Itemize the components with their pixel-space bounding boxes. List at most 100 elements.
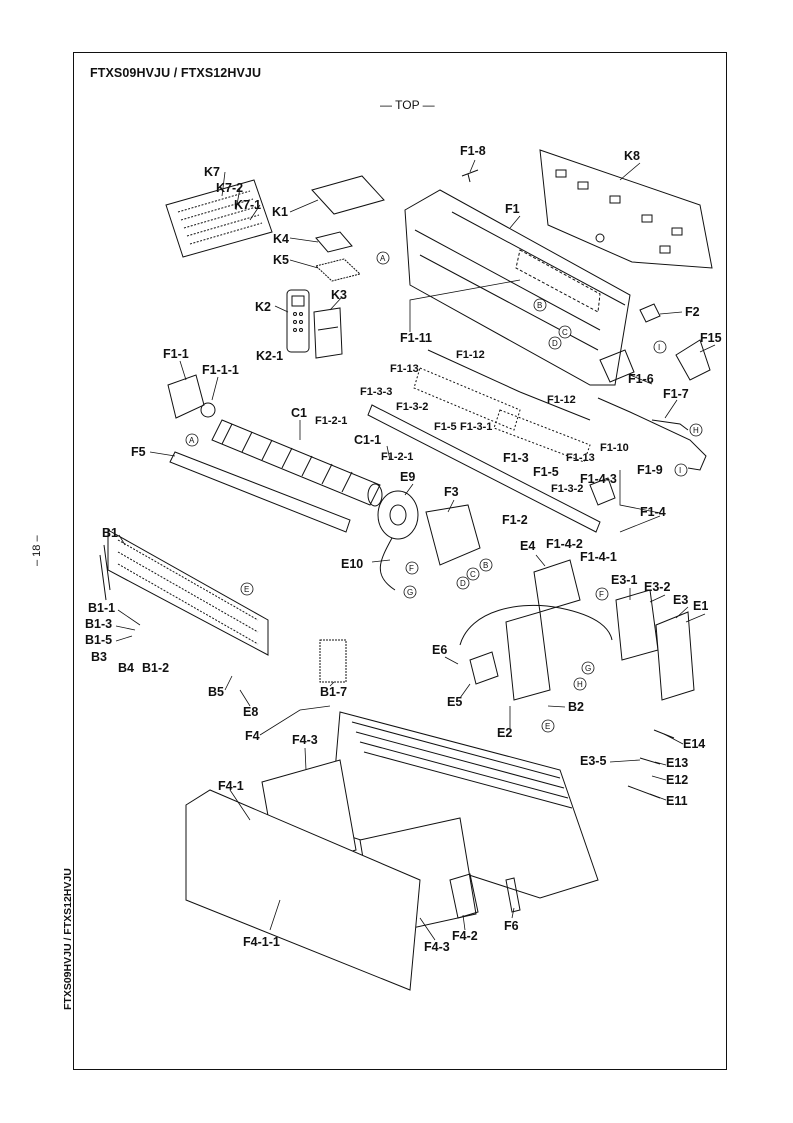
f6-part — [505, 877, 521, 913]
label-f4: F4 — [245, 729, 260, 743]
f1-7-part — [651, 419, 689, 431]
f1-4-swing-motor-part — [589, 477, 616, 506]
ref-e-1: E — [240, 582, 254, 596]
label-f1-4-2: F1-4-2 — [546, 537, 583, 551]
label-k3: K3 — [331, 288, 347, 302]
f1-2-bottom-frame-part — [367, 404, 601, 533]
view-label: — TOP — — [380, 98, 435, 112]
label-e10: E10 — [341, 557, 363, 571]
f3-motor-cover-part — [425, 504, 481, 566]
svg-text:A: A — [380, 254, 386, 263]
f1-12-vane-link-part — [519, 391, 591, 421]
label-f1-4: F1-4 — [640, 505, 666, 519]
e9-fan-motor-part — [377, 490, 419, 540]
ref-f-2: F — [595, 587, 609, 601]
svg-text:H: H — [693, 426, 699, 435]
label-b2: B2 — [568, 700, 584, 714]
f1-13-vane-link-part — [427, 349, 521, 393]
ref-i-1: I — [653, 340, 667, 354]
label-e3: E3 — [673, 593, 688, 607]
k8-mounting-plate-part — [539, 149, 713, 269]
svg-text:A: A — [189, 436, 195, 445]
label-f1-3-1: F1-3-1 — [460, 421, 492, 433]
label-f1-13a: F1-13 — [390, 363, 419, 375]
ref-d-2: D — [456, 576, 470, 590]
svg-text:G: G — [585, 664, 591, 673]
e13-part — [639, 757, 661, 765]
label-f6: F6 — [504, 919, 519, 933]
label-e13: E13 — [666, 756, 688, 770]
e3-pcb-part — [615, 589, 659, 661]
label-f1-8: F1-8 — [460, 144, 486, 158]
label-f1-9: F1-9 — [637, 463, 663, 477]
svg-text:G: G — [407, 588, 413, 597]
label-b1-3: B1-3 — [85, 617, 112, 631]
label-k7-1: K7-1 — [234, 198, 261, 212]
e4-box-cover-part — [533, 559, 581, 613]
e2-box-part — [505, 611, 551, 701]
b1-7-insulation-part — [319, 639, 347, 683]
label-f1-3-2a: F1-3-2 — [396, 401, 428, 413]
label-f2: F2 — [685, 305, 700, 319]
svg-text:I: I — [679, 466, 681, 475]
label-f4-1: F4-1 — [218, 779, 244, 793]
label-k1: K1 — [272, 205, 288, 219]
f1-8-screw-part — [461, 169, 479, 183]
ref-e-2: E — [541, 719, 555, 733]
label-f1: F1 — [505, 202, 520, 216]
label-f1-2: F1-2 — [502, 513, 528, 527]
label-f1-12b: F1-12 — [547, 394, 576, 406]
ref-b-1: B — [533, 298, 547, 312]
svg-text:E: E — [545, 722, 550, 731]
svg-text:B: B — [483, 561, 488, 570]
label-e11: E11 — [666, 794, 688, 808]
label-e3-2: E3-2 — [644, 580, 670, 594]
label-b1-5: B1-5 — [85, 633, 112, 647]
label-f1-3: F1-3 — [503, 451, 529, 465]
label-f1-3-3: F1-3-3 — [360, 386, 392, 398]
label-k2: K2 — [255, 300, 271, 314]
svg-text:D: D — [552, 339, 558, 348]
label-e3-5: E3-5 — [580, 754, 606, 768]
f1-front-frame-part — [404, 189, 631, 386]
e1-terminal-part — [655, 611, 695, 701]
f1-3-vane-assy-part — [413, 367, 521, 431]
svg-text:E: E — [244, 585, 249, 594]
part-labels: K7 K7-2 K7-1 K1 K4 K5 K2 K3 K2-1 K8 F1-8… — [85, 144, 722, 954]
f1-6-part — [599, 349, 635, 383]
ref-d-1: D — [548, 336, 562, 350]
ref-a-1: A — [376, 251, 390, 265]
label-f1-1: F1-1 — [163, 347, 189, 361]
label-f1-3-2b: F1-3-2 — [551, 483, 583, 495]
label-b4: B4 — [118, 661, 134, 675]
label-b5: B5 — [208, 685, 224, 699]
label-e4: E4 — [520, 539, 535, 553]
label-f1-13b: F1-13 — [566, 452, 595, 464]
svg-text:C: C — [470, 570, 476, 579]
k5-part — [314, 258, 362, 282]
svg-text:B: B — [537, 301, 542, 310]
e5-part — [469, 651, 499, 685]
label-f4-3b: F4-3 — [424, 940, 450, 954]
label-b1-7: B1-7 — [320, 685, 347, 699]
label-e14: E14 — [683, 737, 705, 751]
wire-harness-part — [459, 604, 613, 646]
ref-a-2: A — [185, 433, 199, 447]
label-b1-1: B1-1 — [88, 601, 115, 615]
svg-text:F: F — [409, 564, 414, 573]
ref-g-1: G — [403, 585, 417, 599]
label-f1-5b: F1-5 — [533, 465, 559, 479]
f4-2-part — [449, 873, 479, 919]
k3-holder-part — [313, 307, 343, 359]
label-f1-10: F1-10 — [600, 442, 629, 454]
label-e3-1: E3-1 — [611, 573, 637, 587]
k1-manual-part — [311, 175, 385, 215]
ref-c-2: C — [466, 567, 480, 581]
label-k8: K8 — [624, 149, 640, 163]
label-f15: F15 — [700, 331, 722, 345]
f15-part — [675, 339, 711, 381]
label-f1-7: F1-7 — [663, 387, 689, 401]
label-f1-12a: F1-12 — [456, 349, 485, 361]
svg-text:C: C — [562, 328, 568, 337]
